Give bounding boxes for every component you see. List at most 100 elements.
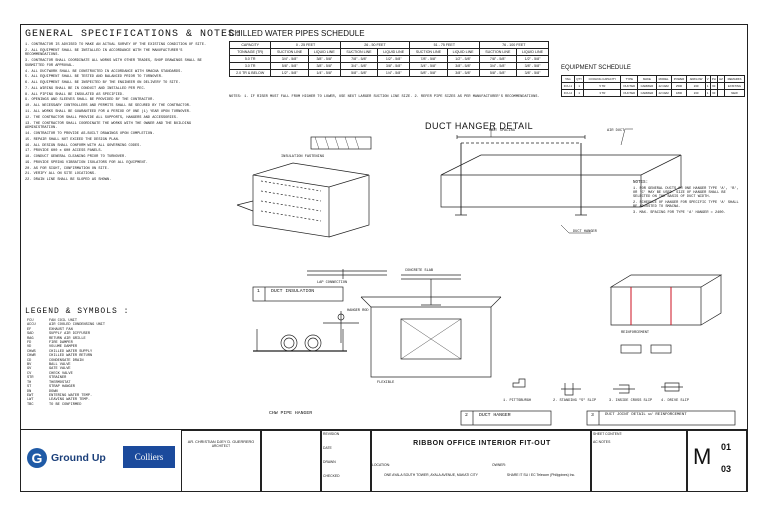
legend-value: FAN COIL UNIT [49,319,78,323]
legend-value: AIR COOLED CONDENSING UNIT [49,323,106,328]
drawn-label: DRAWN [323,460,336,464]
general-note-item: 3. CONTRACTOR SHALL COORDINATE ALL WORKS… [25,59,202,68]
insulation-fastening-label: INSULATION FASTENING [281,155,325,159]
legend-value: SUPPLY AIR DIFFUSER [49,332,90,337]
company-name: Ground Up [51,452,106,464]
general-note-item: 4. ALL DUCTWORK SHALL BE CONSTRUCTED IN … [25,69,183,74]
legend-value: CONDENSATE DRAIN [49,358,84,363]
legend-key: EF [27,327,32,332]
legend-title: LEGEND & SYMBOLS : [25,307,130,316]
discipline-letter: M [693,444,712,469]
general-note-item: 17. PROVIDE 600 x 600 ACCESS PANELS. [25,149,103,154]
general-note-item: 9. OPENINGS AND SLEEVES SHALL BE PROVIDE… [25,98,155,103]
engineer-name: AR. CHRISTIAN DJEY D. GUERRERO [187,440,255,444]
duct-joint-detail-num: 3 [591,413,594,418]
general-note-item: 18. CONDUCT GENERAL CLEANING PRIOR TO TU… [25,155,127,160]
seal-cell [261,430,321,492]
owner-label: OWNER: [492,463,506,467]
duct-side-face [328,175,370,238]
ground-up-logo: G Ground Up [27,448,106,468]
concrete-slab-sketch [401,274,461,280]
equipment-schedule-title: EQUIPMENT SCHEDULE [561,65,631,71]
legend-key: TBC [27,402,34,407]
duct-hanger-detail-num: 2 [465,413,468,418]
legend-key: ACCU [27,323,36,328]
total-sheets: 03 [721,464,732,474]
air-duct-label: AIR DUCT [607,129,625,133]
joint-inside-cross [613,384,635,394]
duct-hanger-label: DUCT HANGER [573,230,597,234]
legend-value: FIRE DAMPER [49,341,73,346]
reinforcement-label: REINFORCEMENT [621,331,650,335]
legend-key: STR [27,376,34,381]
legend-value: ENTERING WATER TEMP. [49,393,93,398]
drawing-sheet: GENERAL SPECIFICATIONS & NOTES: 1. CONTR… [20,24,748,492]
equipment-cell [716,89,726,97]
chw-cell: 1/2" - 5/8" [270,69,309,77]
dh-note-item: 1. FOR GENERAL DUCTS OR ONE HANGER TYPE … [633,187,739,199]
equipment-cell: 60 [709,89,718,97]
legend-key: SAD [27,332,34,337]
revision-label: REVISION [323,432,340,436]
project-cell [371,430,591,492]
chw-cell: 5/8" - 5/8" [478,69,518,77]
dh-notes-title: NOTES: [633,181,649,185]
checked-label: CHECKED [323,474,340,478]
owner-value: SHARE IT SU / EC Telecom (Philippines) I… [506,473,576,477]
general-note-item: 20. AS FOR SIGHT, CONFIRMATION ON SITE. [25,166,110,171]
joint-label-3: 3. INSIDE CROSS SLIP [609,399,653,403]
general-note-item: 14. CONTRACTOR TO PROVIDE AS-BUILT DRAWI… [25,131,155,136]
lap-connection-label: LAP CONNECTION [317,281,348,285]
general-note-item: 6. ALL EQUIPMENT SHALL BE INSPECTED BY T… [25,81,181,86]
concrete-slab-label: CONCRETE SLAB [405,269,434,273]
chw-schedule-notes: NOTES: 1. IF RISER MUST FALL FROM HIGHER… [229,95,540,99]
max-spacing-label: MAX. SPACING [489,129,515,133]
chw-cell: 5/8" - 5/8" [339,69,379,77]
legend-row: ACCU AIR COOLED CONDENSING UNIT [27,323,207,327]
date-label: DATE [323,446,332,450]
engineer-role: ARCHITECT [211,444,231,448]
dh-notes-list: 1. FOR GENERAL DUCTS OR ONE HANGER TYPE … [633,187,741,217]
chw-pipe-hanger-caption: CHW PIPE HANGER [269,411,313,416]
location-cell: LOCATION: ONE AYALA SOUTH TOWER, AYALA A… [371,462,491,492]
equipment-cell: 230 [686,89,706,97]
duct-hanger-detail-title: DUCT HANGER DETAIL [425,121,534,131]
joint-standing-s [561,383,581,396]
legend-key: ST [27,385,32,390]
joint-drive-slip [661,382,683,392]
general-note-item: 15. REPAIR SHALL NOT EXCEED THE DESIGN P… [25,137,120,142]
duct-insulation-caption: DUCT INSULATION [271,289,315,294]
insulation-fastening-sketch [310,136,372,150]
title-block: G Ground Up Colliers AR. CHRISTIAN DJEY … [21,429,747,492]
legend-value: STRAINER [49,376,67,381]
duct-insulation-detail-num: 1 [257,289,260,294]
legend-row: SAD SUPPLY AIR DIFFUSER [27,332,207,336]
duct-top-face [252,162,370,188]
chw-cell: 5/8" - 5/8" [409,69,448,77]
location-value: ONE AYALA SOUTH TOWER, AYALA AVENUE, MAK… [384,473,478,477]
legend-row: CHWS CHILLED WATER SUPPLY [27,350,207,354]
duct-joint-titlebox [586,410,736,426]
joint-pittsburgh [512,378,526,388]
chw-cell: 3/8" - 5/8" [516,69,549,77]
legend-key: CHWS [27,349,36,354]
general-note-item: 8. ALL PIPING SHALL BE INSULATED AS SPEC… [25,92,125,97]
general-note-item: 10. ALL NECESSARY CONTROLLERS AND PERMIT… [25,104,192,109]
legend-value: CHILLED WATER SUPPLY [49,349,93,354]
owner-cell: OWNER: SHARE IT SU / EC Telecom (Philipp… [491,462,591,492]
chw-schedule-title: CHILLED WATER PIPES SCHEDULE [229,29,365,38]
